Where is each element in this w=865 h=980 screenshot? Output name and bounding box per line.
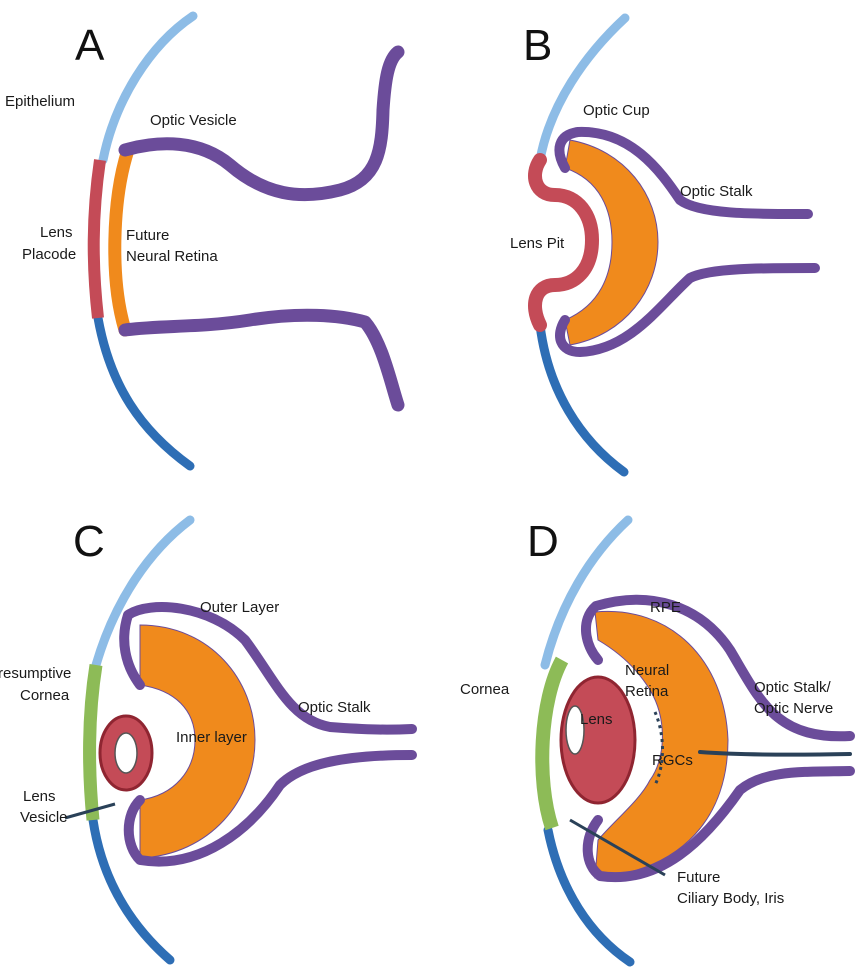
panel-d: D RPE Neural Retina Cornea Optic Stalk/ … [460,517,850,962]
panel-a: A Epithelium Optic Vesicle Lens Placode … [5,16,398,466]
label-future-2: Neural Retina [126,248,218,265]
label-presumptive-1: Presumptive [0,665,71,682]
label-cornea: Cornea [460,681,510,698]
label-lens-pit: Lens Pit [510,235,565,252]
panel-b: B Optic Cup Optic Stalk Lens Pit [510,18,815,472]
label-future-1: Future [126,227,169,244]
label-neural-2: Retina [625,683,669,700]
label-stalk-1: Optic Stalk/ [754,679,832,696]
label-lens-vesicle-2: Vesicle [20,809,68,826]
panel-b-optic-cup-retina [565,140,658,345]
label-optic-stalk-b: Optic Stalk [680,183,753,200]
panel-a-lens-placode [94,160,100,318]
panel-a-epithelium-lower [98,318,190,466]
label-rgcs: RGCs [652,752,693,769]
label-outer-layer: Outer Layer [200,599,279,616]
panel-c-lens-vesicle-lumen [115,733,137,773]
panel-d-cornea [542,660,562,828]
panel-c-letter: C [73,517,105,566]
label-presumptive-2: Cornea [20,687,70,704]
label-lens: Lens [580,711,613,728]
panel-d-optic-nerve [700,752,850,755]
panel-c-presumptive-cornea [90,665,96,820]
label-ciliary-2: Ciliary Body, Iris [677,890,784,907]
label-optic-stalk-c: Optic Stalk [298,699,371,716]
panel-c: C Outer Layer Presumptive Cornea Optic S… [0,517,412,960]
label-inner-layer: Inner layer [176,729,247,746]
panel-b-letter: B [523,21,552,70]
label-optic-vesicle: Optic Vesicle [150,112,237,129]
label-neural-1: Neural [625,662,669,679]
label-epithelium: Epithelium [5,93,75,110]
label-optic-cup: Optic Cup [583,102,650,119]
label-lens-placode-1: Lens [40,224,73,241]
label-lens-vesicle-1: Lens [23,788,56,805]
label-lens-placode-2: Placode [22,246,76,263]
label-stalk-2: Optic Nerve [754,700,833,717]
panel-a-letter: A [75,21,105,70]
panel-d-letter: D [527,517,559,566]
label-ciliary-1: Future [677,869,720,886]
label-rpe: RPE [650,599,681,616]
